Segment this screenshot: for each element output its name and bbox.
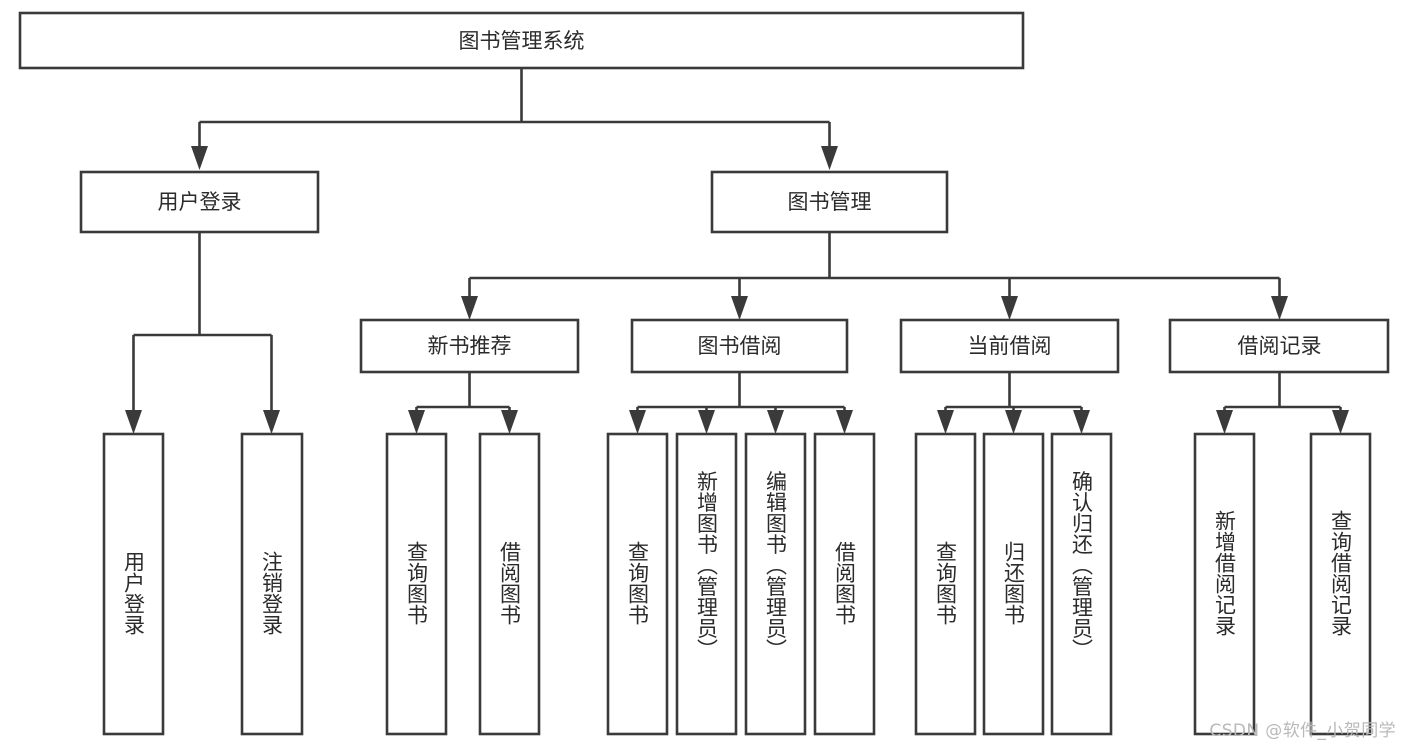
arrow-head-user-login <box>191 146 208 170</box>
node-current-borrow[interactable]: 当前借阅 <box>899 318 1120 374</box>
node-borrow-record-label: 借阅记录 <box>1238 334 1322 358</box>
node-current-borrow-box[interactable] <box>899 318 1120 374</box>
leaf-node[interactable]: 借阅图书 <box>478 432 541 736</box>
leaf-bb-edit-book-label: 编辑图书（管理员） <box>764 471 788 660</box>
leaf-node[interactable]: 新增图书（管理员） <box>675 432 738 736</box>
leaf-nbr-query-book-label: 查询图书 <box>405 541 429 625</box>
leaf-nbr-query-book-box[interactable] <box>385 432 448 736</box>
leaf-bb-query-book-box[interactable] <box>606 432 669 736</box>
leaf-bb-borrow-book-box[interactable] <box>813 432 876 736</box>
arrow-head-bb-edit-book <box>767 410 784 434</box>
node-book-borrow-label: 图书借阅 <box>698 334 782 358</box>
leaf-node[interactable]: 编辑图书（管理员） <box>744 432 807 736</box>
leaf-cb-query-book-box[interactable] <box>914 432 977 736</box>
arrow-head-br-query-record <box>1332 410 1349 434</box>
node-book-mgmt[interactable]: 图书管理 <box>710 170 949 234</box>
connectors-new-book-recommend <box>408 372 518 434</box>
leaf-bb-borrow-book-label: 借阅图书 <box>833 541 857 625</box>
arrow-head-bb-query-book <box>629 410 646 434</box>
leaf-cb-return-book-box[interactable] <box>982 432 1045 736</box>
leaf-cb-confirm-return-box[interactable] <box>1050 432 1113 736</box>
connectors-root <box>191 68 838 170</box>
arrow-head-book-borrow <box>731 296 748 320</box>
leaf-logout-label: 注销登录 <box>260 551 284 635</box>
leaf-bb-query-book-label: 查询图书 <box>626 541 650 625</box>
arrow-head-bb-borrow-book <box>836 410 853 434</box>
leaf-br-query-record-box[interactable] <box>1309 432 1372 736</box>
leaf-node[interactable]: 查询图书 <box>606 432 669 736</box>
leaf-node[interactable]: 确认归还（管理员） <box>1050 432 1113 736</box>
connectors-book-borrow <box>629 372 853 434</box>
node-root-label: 图书管理系统 <box>459 29 585 53</box>
leaf-node[interactable]: 查询图书 <box>914 432 977 736</box>
leaf-nbr-borrow-book-label: 借阅图书 <box>498 541 522 625</box>
node-new-book-recommend[interactable]: 新书推荐 <box>359 318 580 374</box>
arrow-head-borrow-record <box>1271 296 1288 320</box>
leaf-br-query-record-label: 查询借阅记录 <box>1329 510 1353 636</box>
arrow-head-br-add-record <box>1216 410 1233 434</box>
leaf-user-login-label: 用户登录 <box>122 551 146 635</box>
arrow-head-leaf-user-login <box>125 410 142 434</box>
arrow-head-bb-add-book <box>698 410 715 434</box>
leaf-cb-confirm-return-label: 确认归还（管理员） <box>1070 471 1094 660</box>
leaf-bb-add-book-label: 新增图书（管理员） <box>695 471 719 660</box>
node-borrow-record[interactable]: 借阅记录 <box>1168 318 1390 374</box>
node-book-mgmt-label: 图书管理 <box>788 190 872 214</box>
arrow-head-nbr-borrow-book <box>501 410 518 434</box>
leaf-cb-query-book-label: 查询图书 <box>934 541 958 625</box>
node-user-login[interactable]: 用户登录 <box>79 170 320 234</box>
leaf-node[interactable]: 注销登录 <box>240 432 304 736</box>
node-borrow-record-box[interactable] <box>1168 318 1390 374</box>
node-root[interactable]: 图书管理系统 <box>18 11 1025 70</box>
node-book-borrow-box[interactable] <box>630 318 849 374</box>
connectors-current-borrow <box>937 372 1090 434</box>
connectors-borrow-record <box>1216 372 1349 434</box>
leaf-node[interactable]: 查询图书 <box>385 432 448 736</box>
leaf-br-add-record-label: 新增借阅记录 <box>1213 510 1237 636</box>
arrow-head-current-borrow <box>1001 296 1018 320</box>
leaf-node[interactable]: 用户登录 <box>102 432 165 736</box>
arrow-head-nbr-query-book <box>408 410 425 434</box>
leaf-nbr-borrow-book-box[interactable] <box>478 432 541 736</box>
node-book-borrow[interactable]: 图书借阅 <box>630 318 849 374</box>
arrow-head-book-mgmt <box>821 146 838 170</box>
leaf-cb-return-book-label: 归还图书 <box>1002 541 1026 625</box>
leaf-bb-add-book-box[interactable] <box>675 432 738 736</box>
arrow-head-cb-return-book <box>1005 410 1022 434</box>
node-user-login-label: 用户登录 <box>158 190 242 214</box>
leaf-br-add-record-box[interactable] <box>1193 432 1256 736</box>
connectors-user-login <box>125 232 280 434</box>
connectors-book-mgmt <box>461 232 1288 320</box>
node-user-login-box[interactable] <box>79 170 320 234</box>
leaf-user-login-box[interactable] <box>102 432 165 736</box>
leaf-node[interactable]: 归还图书 <box>982 432 1045 736</box>
arrow-head-cb-confirm-return <box>1073 410 1090 434</box>
arrow-head-new-book-recommend <box>461 296 478 320</box>
leaf-logout-box[interactable] <box>240 432 304 736</box>
node-root-box[interactable] <box>18 11 1025 70</box>
node-new-book-recommend-box[interactable] <box>359 318 580 374</box>
leaf-node[interactable]: 新增借阅记录 <box>1193 432 1256 736</box>
leaf-node[interactable]: 借阅图书 <box>813 432 876 736</box>
arrow-head-cb-query-book <box>937 410 954 434</box>
arrow-head-leaf-logout <box>263 410 280 434</box>
node-current-borrow-label: 当前借阅 <box>968 334 1052 358</box>
node-book-mgmt-box[interactable] <box>710 170 949 234</box>
leaf-bb-edit-book-box[interactable] <box>744 432 807 736</box>
node-new-book-recommend-label: 新书推荐 <box>428 334 512 358</box>
leaf-node[interactable]: 查询借阅记录 <box>1309 432 1372 736</box>
